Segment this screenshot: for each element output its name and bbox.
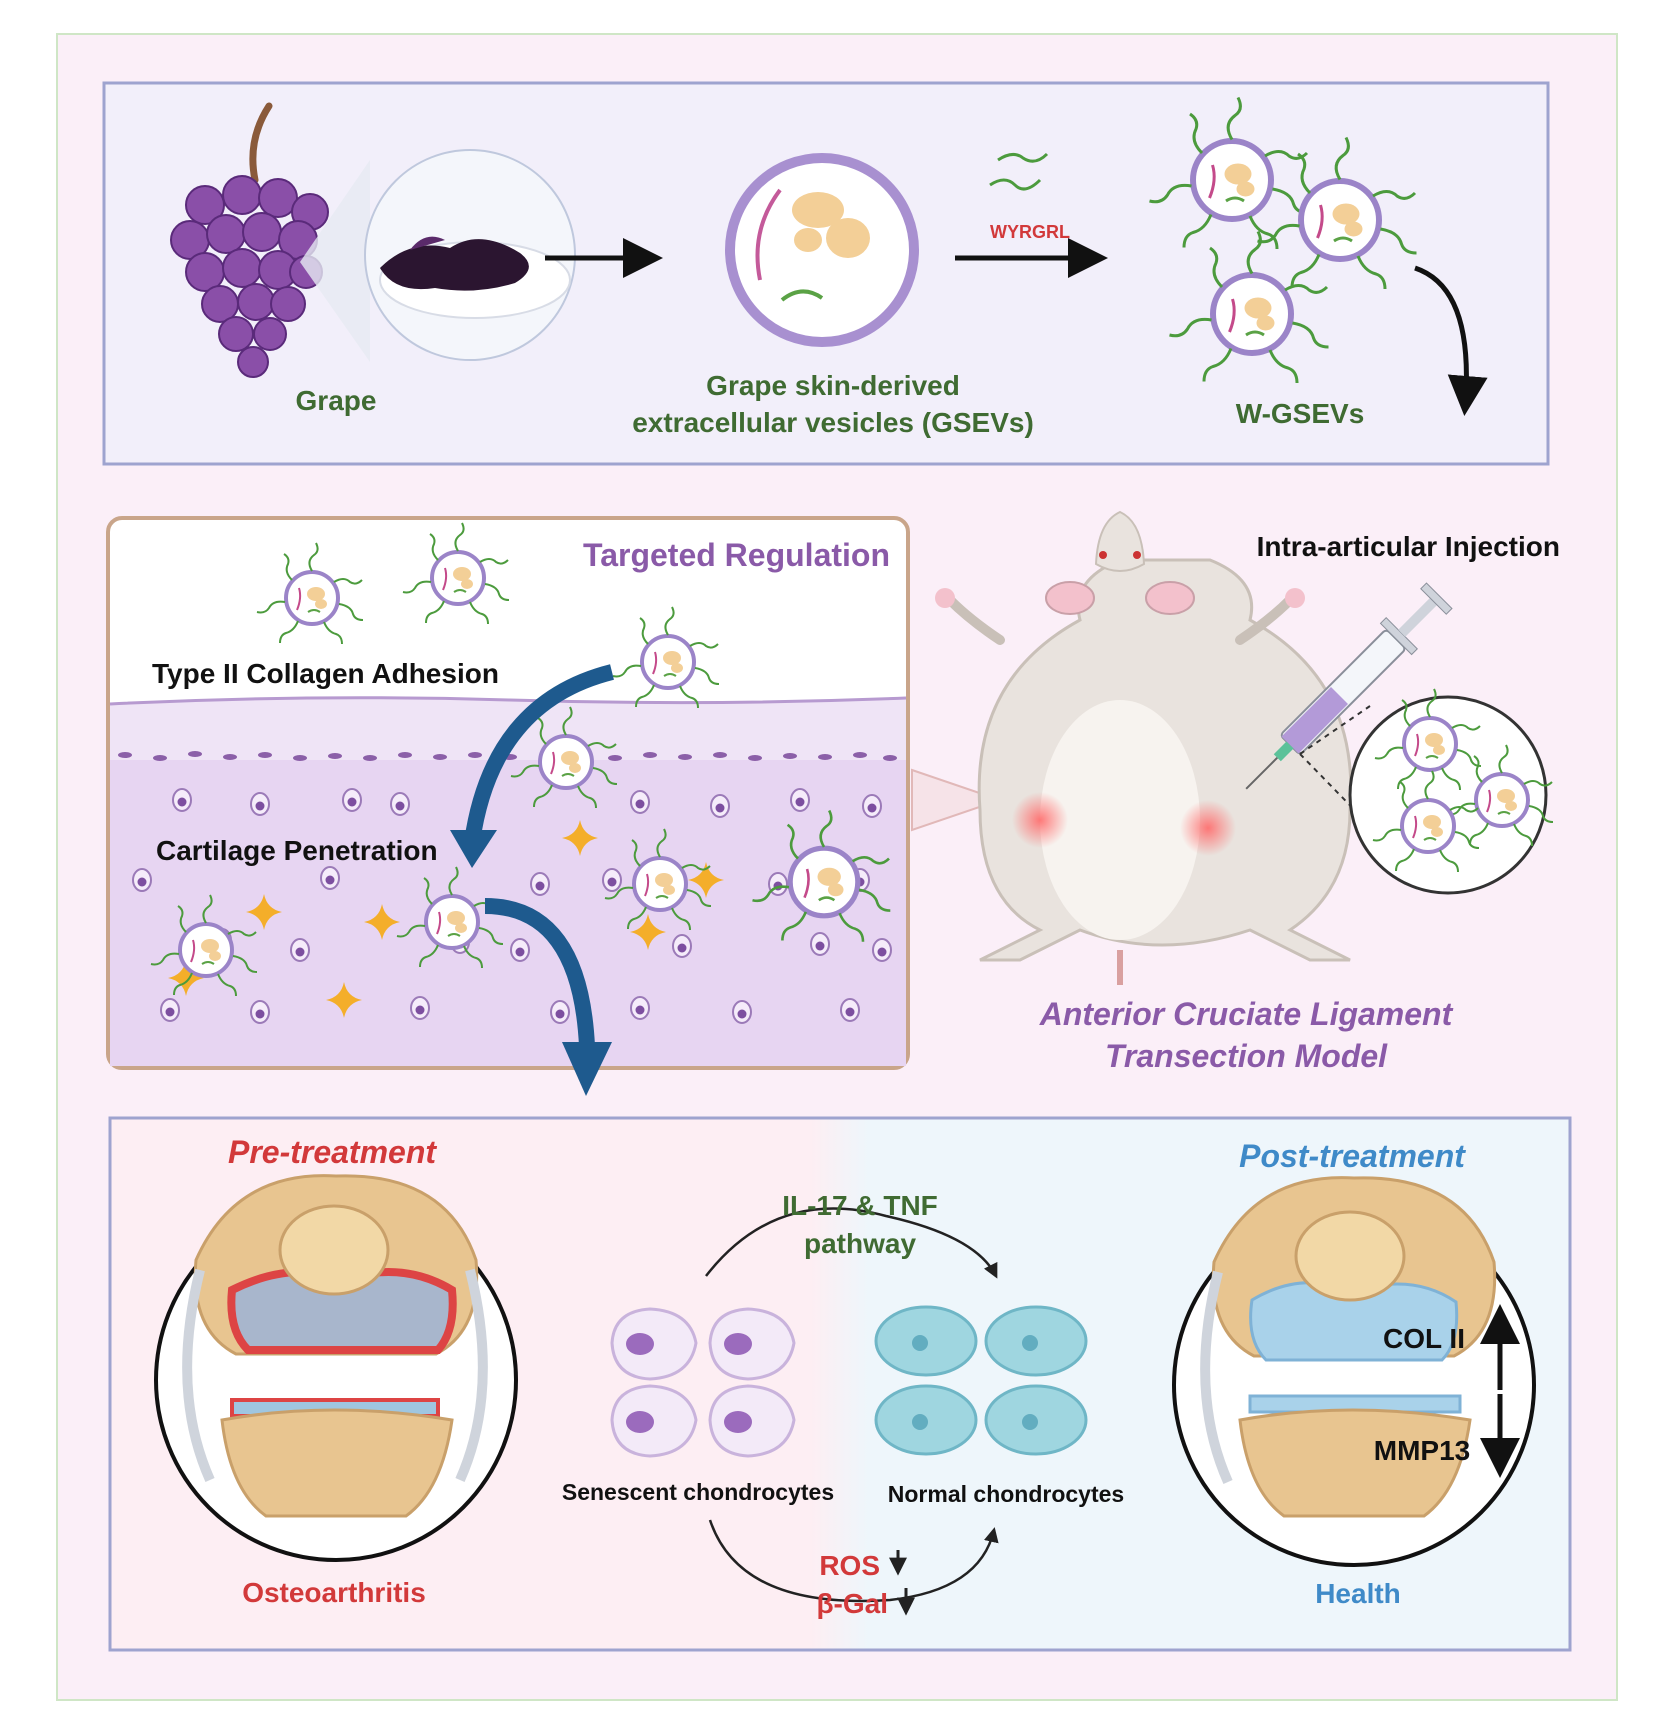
cartilage-panel <box>106 516 910 1096</box>
injection-zoom-circle <box>1348 695 1548 895</box>
pathway-label-line1: IL-17 & TNF <box>782 1190 938 1221</box>
rat-icon <box>935 510 1353 985</box>
grape-skins-icon <box>380 236 529 291</box>
pathway-arrow <box>705 1207 998 1279</box>
gsev-label-line2: extracellular vesicles (GSEVs) <box>632 407 1034 438</box>
penetration-arrow <box>484 898 595 1047</box>
normal-chondrocytes-icon <box>874 1305 1088 1456</box>
ros-arrow <box>708 1519 999 1603</box>
gsev-label-line1: Grape skin-derived <box>706 370 960 401</box>
health-label: Health <box>1315 1578 1401 1609</box>
normal-chondrocytes-label: Normal chondrocytes <box>888 1481 1124 1507</box>
col2-label: COL II <box>1383 1323 1465 1354</box>
injection-label: Intra-articular Injection <box>1257 531 1560 562</box>
senescent-chondrocytes-label: Senescent chondrocytes <box>562 1479 834 1505</box>
mmp13-label: MMP13 <box>1374 1435 1470 1466</box>
callout-wedge <box>911 768 1004 832</box>
pathway-label-line2: pathway <box>804 1228 916 1259</box>
peptide-label: WYRGRL <box>990 222 1070 242</box>
ros-label: ROS <box>819 1550 880 1581</box>
grape-bunch-icon <box>170 102 329 378</box>
cartilage-penetration-label: Cartilage Penetration <box>156 835 438 866</box>
model-label-line2: Transection Model <box>1105 1038 1388 1074</box>
bgal-label: β-Gal <box>816 1588 888 1619</box>
zoom-cone <box>300 160 370 362</box>
osteoarthritis-knee-icon <box>154 1174 518 1562</box>
senescent-chondrocytes-icon <box>610 1307 796 1458</box>
syringe-icon <box>1245 582 1453 790</box>
pre-treatment-label: Pre-treatment <box>228 1134 437 1170</box>
curved-arrow-down <box>1414 265 1488 416</box>
osteoarthritis-label: Osteoarthritis <box>242 1577 426 1608</box>
model-label-line1: Anterior Cruciate Ligament <box>1039 996 1454 1032</box>
targeted-regulation-label: Targeted Regulation <box>583 537 890 573</box>
peptide-icon <box>989 152 1049 191</box>
healthy-knee-icon <box>1172 1176 1536 1567</box>
wgsev-label: W-GSEVs <box>1236 398 1365 429</box>
post-treatment-label: Post-treatment <box>1239 1138 1466 1174</box>
grape-label: Grape <box>296 385 377 416</box>
adhesion-arrow <box>464 664 614 844</box>
collagen-adhesion-label: Type II Collagen Adhesion <box>152 658 499 689</box>
gsev-vesicle-icon <box>725 153 919 347</box>
